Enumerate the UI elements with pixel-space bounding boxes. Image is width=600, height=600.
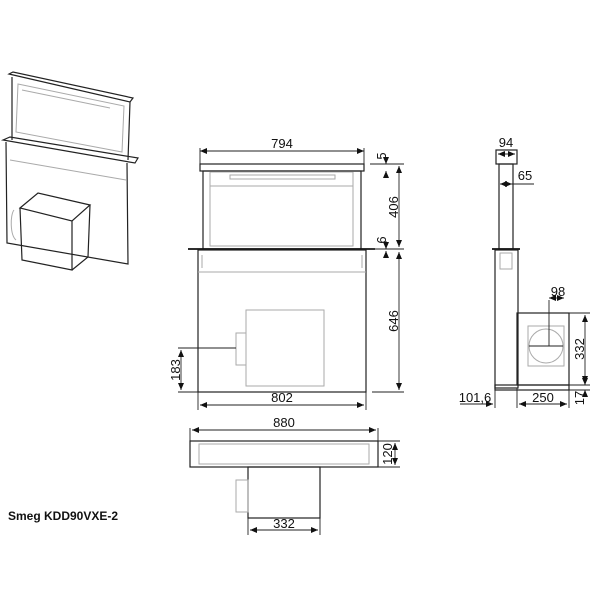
dim-646: 646 — [386, 310, 401, 332]
dim-120: 120 — [380, 443, 395, 465]
dim-65: 65 — [518, 168, 532, 183]
top-view: 880 120 332 — [189, 415, 400, 535]
dim-101-6: 101,6 — [459, 390, 492, 405]
dim-332-side: 332 — [572, 338, 587, 360]
dim-250: 250 — [532, 390, 554, 405]
dim-802: 802 — [271, 390, 293, 405]
side-view: 94 65 98 332 17 101,6 250 — [459, 135, 590, 408]
dim-6: 6 — [374, 236, 389, 243]
dim-98: 98 — [551, 284, 565, 299]
dim-332-top: 332 — [273, 516, 295, 531]
dim-794: 794 — [271, 136, 293, 151]
dim-406: 406 — [386, 196, 401, 218]
dim-94: 94 — [499, 135, 513, 150]
dim-183: 183 — [168, 359, 183, 381]
isometric-view — [0, 71, 139, 271]
dim-880: 880 — [273, 415, 295, 430]
dim-17: 17 — [572, 391, 587, 405]
model-title: Smeg KDD90VXE-2 — [8, 509, 119, 523]
dim-5: 5 — [374, 152, 389, 159]
front-view: 794 5 406 6 646 802 183 — [168, 136, 404, 410]
